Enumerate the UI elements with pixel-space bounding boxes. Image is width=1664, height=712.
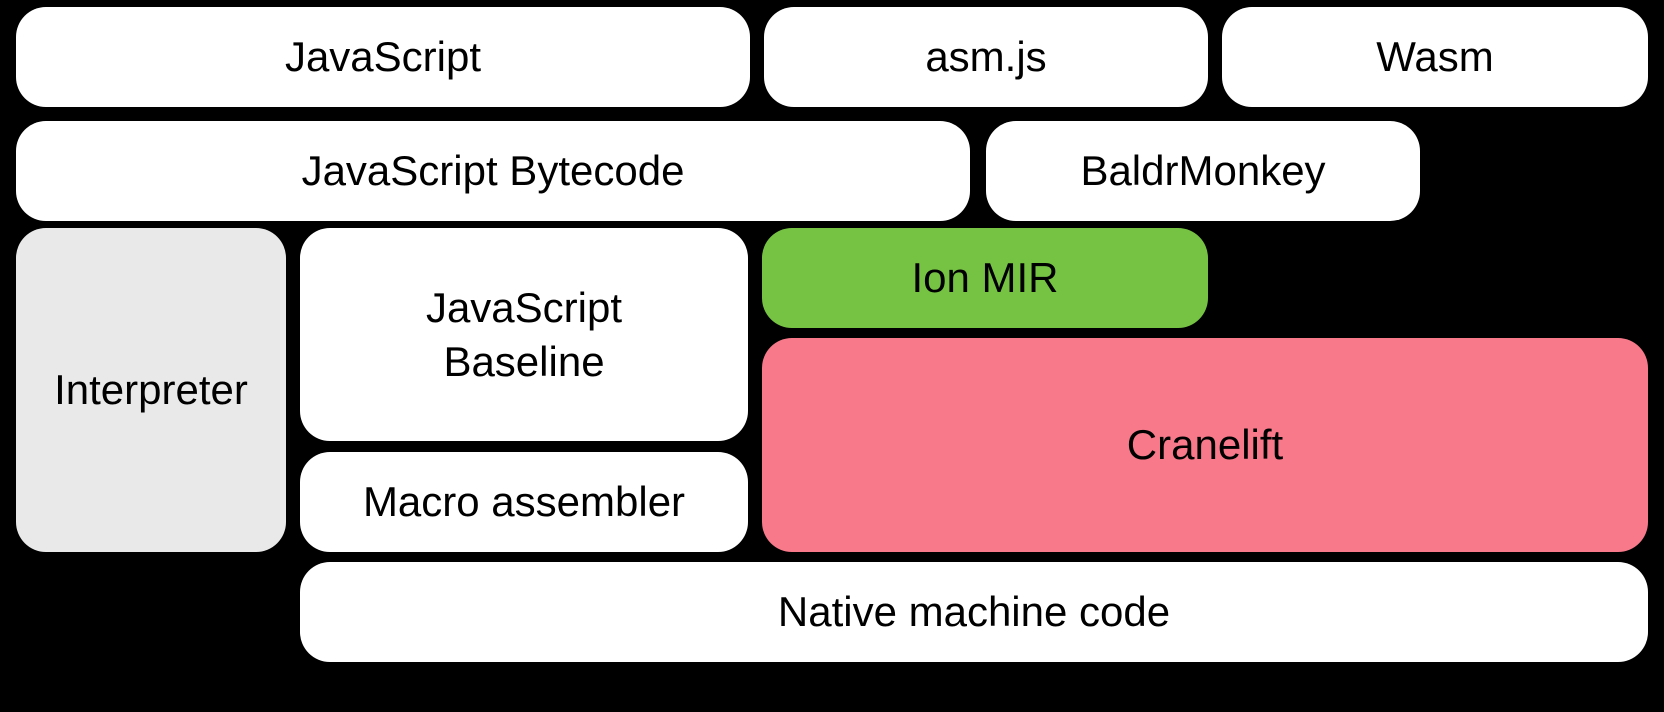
box-cranelift: Cranelift bbox=[762, 338, 1648, 552]
box-ion-mir: Ion MIR bbox=[762, 228, 1208, 328]
box-javascript-bytecode: JavaScript Bytecode bbox=[16, 121, 970, 221]
box-interpreter-label: Interpreter bbox=[54, 366, 248, 414]
box-javascript-label: JavaScript bbox=[284, 33, 482, 81]
box-baldrmonkey: BaldrMonkey bbox=[986, 121, 1420, 221]
box-wasm: Wasm bbox=[1222, 7, 1648, 107]
box-native-machine-code: Native machine code bbox=[300, 562, 1648, 662]
box-javascript-baseline: JavaScript Baseline bbox=[300, 228, 748, 441]
box-javascript-bytecode-label: JavaScript Bytecode bbox=[301, 147, 685, 195]
box-baldrmonkey-label: BaldrMonkey bbox=[1080, 147, 1326, 195]
box-javascript: JavaScript bbox=[16, 7, 750, 107]
box-macro-assembler: Macro assembler bbox=[300, 452, 748, 552]
box-native-machine-code-label: Native machine code bbox=[777, 588, 1171, 636]
box-asm-js: asm.js bbox=[764, 7, 1208, 107]
box-macro-assembler-label: Macro assembler bbox=[362, 478, 686, 526]
box-cranelift-label: Cranelift bbox=[1126, 421, 1284, 469]
box-asm-js-label: asm.js bbox=[925, 33, 1047, 81]
box-wasm-label: Wasm bbox=[1376, 33, 1494, 81]
box-interpreter: Interpreter bbox=[16, 228, 286, 552]
box-ion-mir-label: Ion MIR bbox=[911, 254, 1059, 302]
box-javascript-baseline-label: JavaScript Baseline bbox=[425, 283, 623, 385]
